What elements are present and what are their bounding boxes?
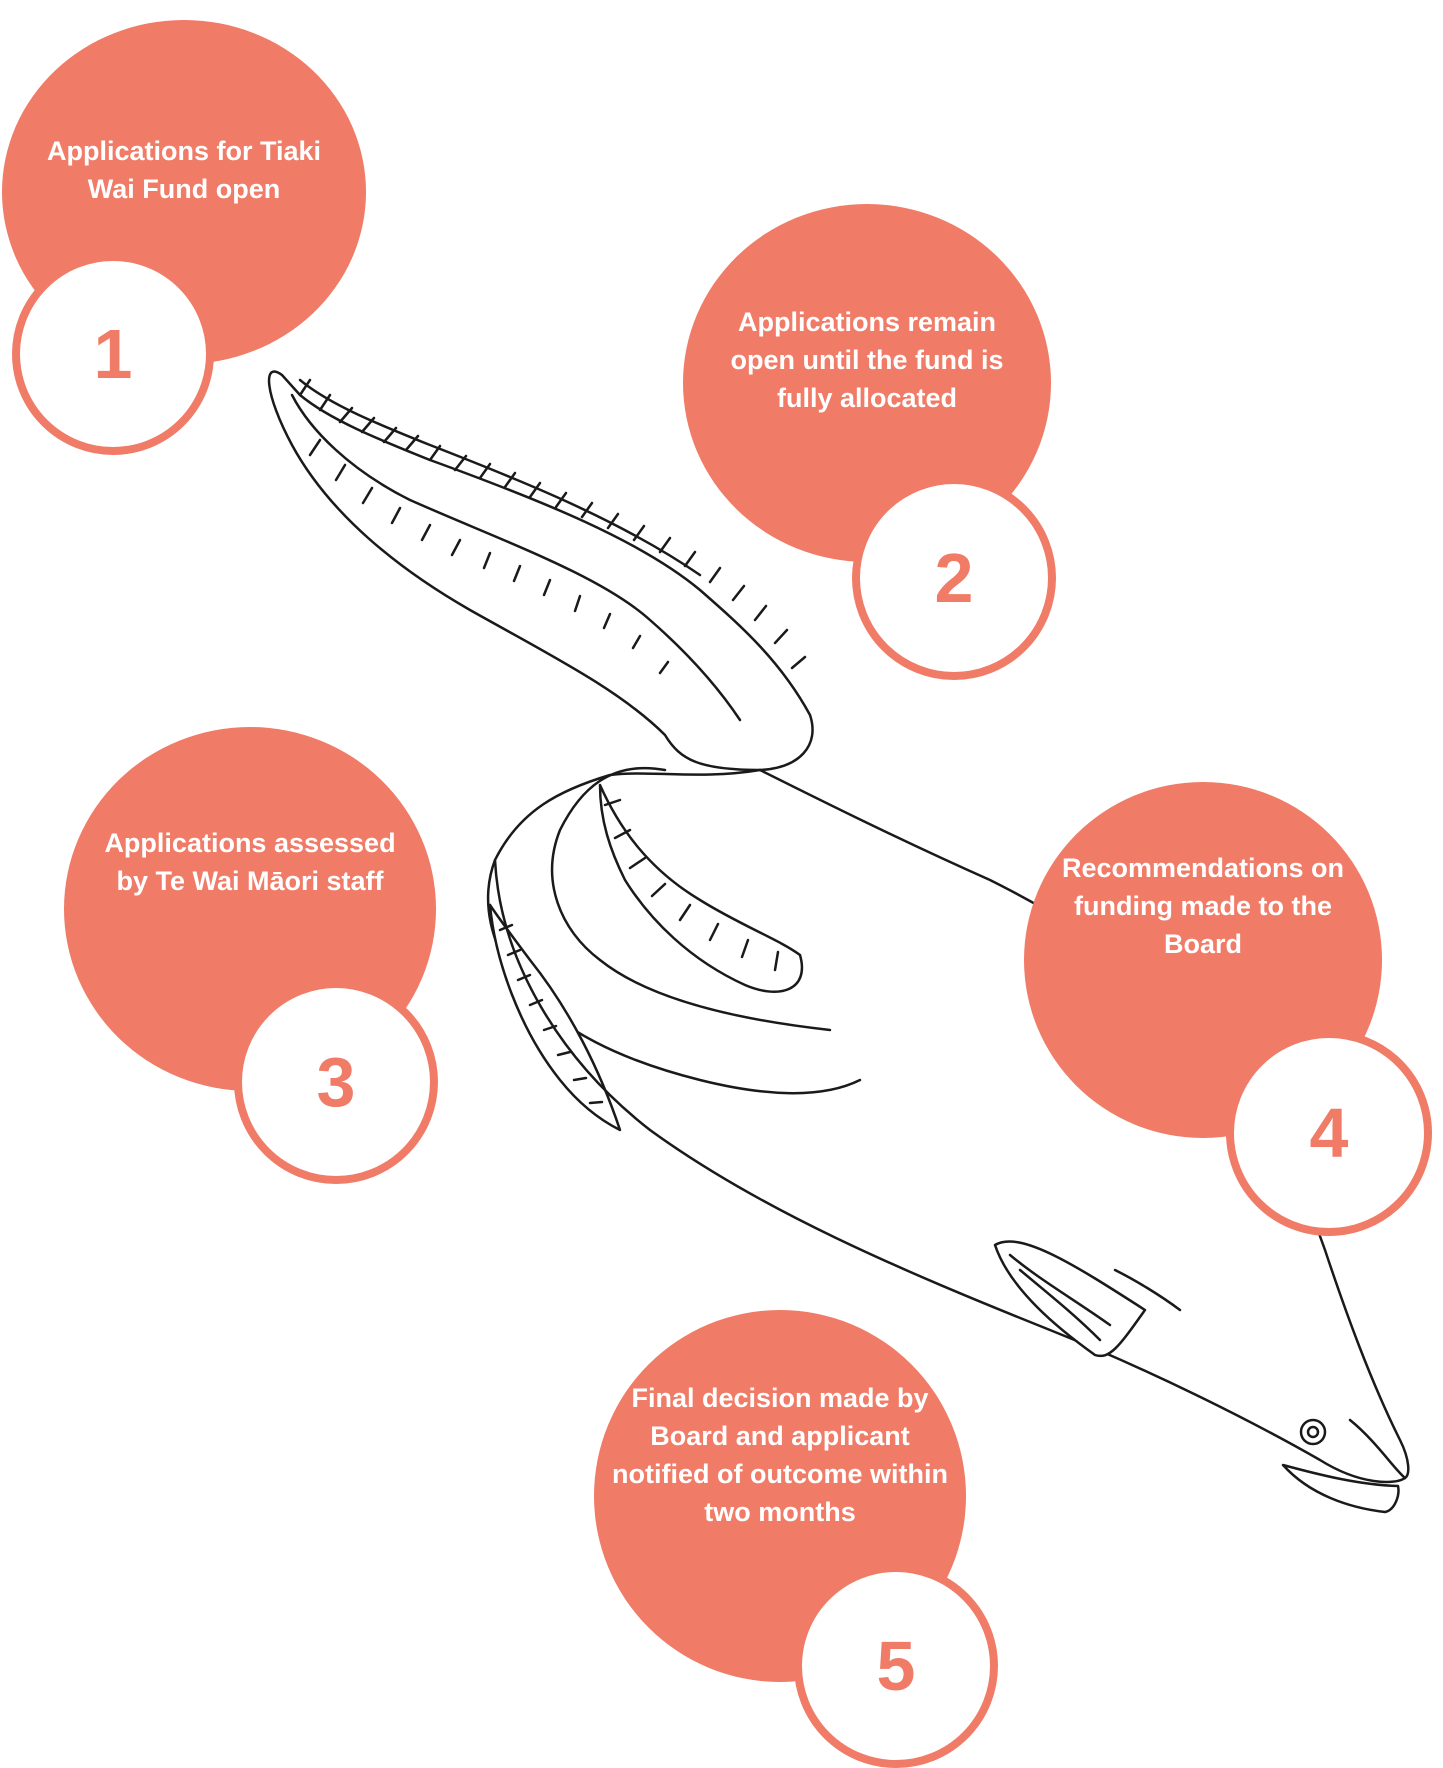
step-description: Final decision made by Board and applica… xyxy=(610,1379,950,1531)
step-description: Recommendations on funding made to the B… xyxy=(1044,849,1362,963)
step-description: Applications remain open until the fund … xyxy=(705,303,1029,417)
step-number: 2 xyxy=(935,543,974,613)
step-number-badge: 2 xyxy=(852,476,1056,680)
step-number-badge: 4 xyxy=(1226,1030,1432,1236)
step-description: Applications for Tiaki Wai Fund open xyxy=(24,132,344,208)
step-number-badge: 1 xyxy=(12,253,214,455)
step-number: 3 xyxy=(317,1047,356,1117)
step-number-badge: 3 xyxy=(234,980,438,1184)
step-number-badge: 5 xyxy=(794,1564,998,1768)
step-number: 1 xyxy=(94,319,133,389)
step-description: Applications assessed by Te Wai Māori st… xyxy=(98,824,402,900)
step-number: 5 xyxy=(877,1631,916,1701)
step-number: 4 xyxy=(1310,1098,1349,1168)
